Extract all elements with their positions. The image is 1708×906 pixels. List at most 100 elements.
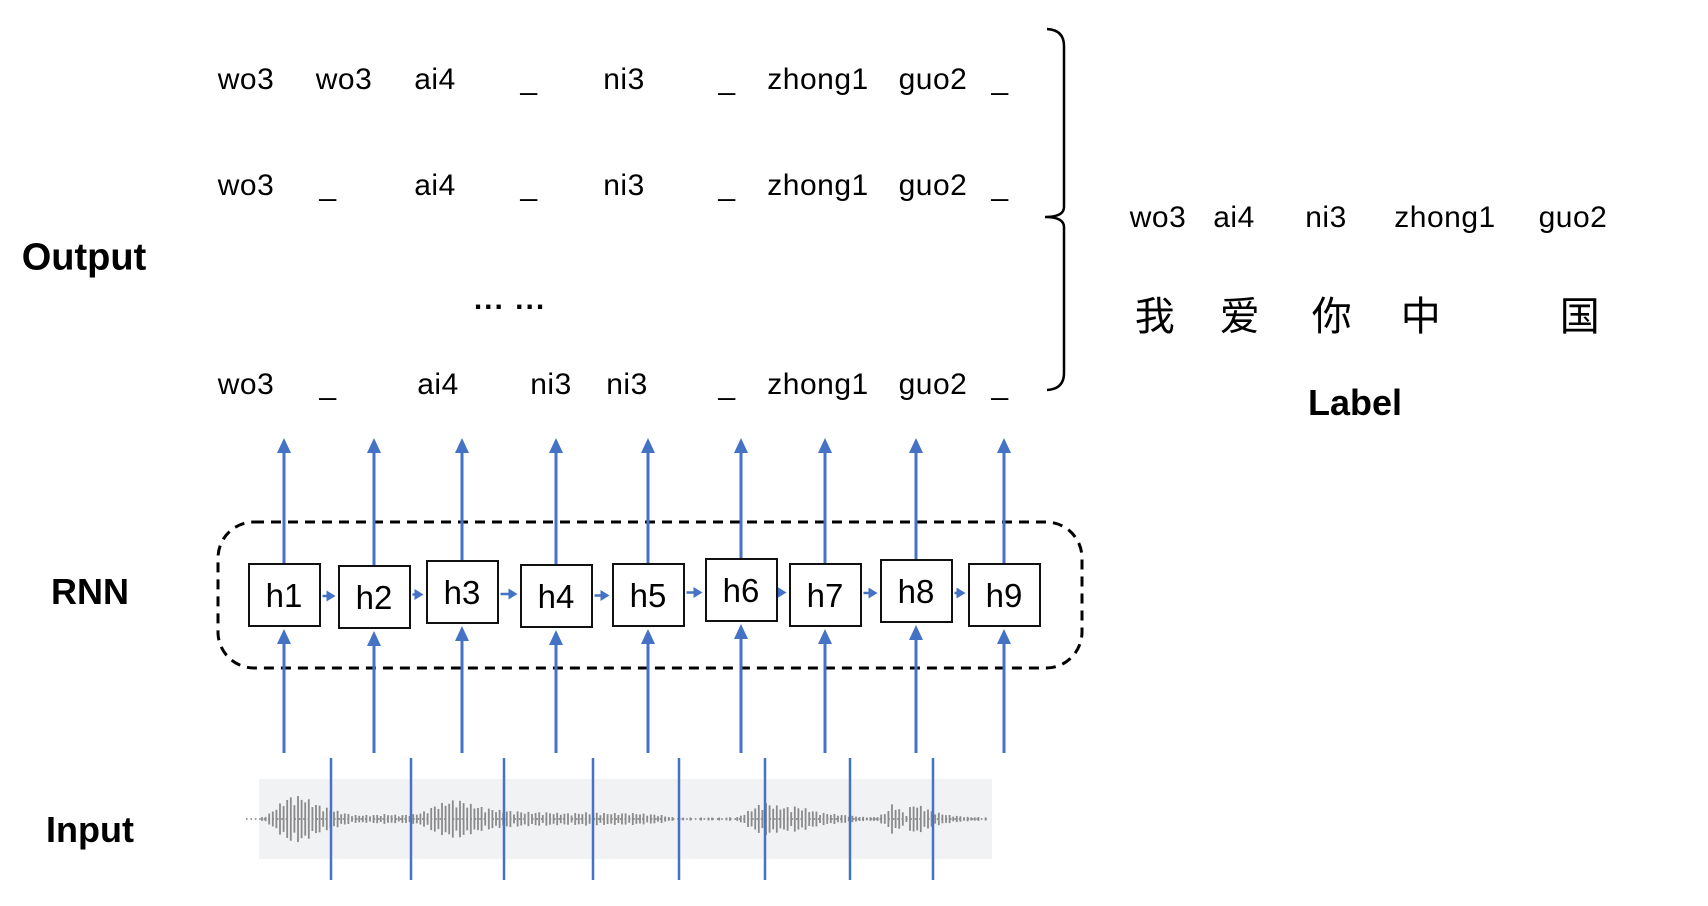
waveform-bar (603, 813, 605, 825)
curly-brace (1044, 27, 1066, 392)
waveform-bar (563, 813, 566, 825)
waveform-bar (811, 811, 814, 827)
waveform-bar (365, 815, 368, 823)
waveform-bar (819, 815, 821, 823)
waveform-bar (631, 813, 634, 825)
waveform-bar (577, 813, 580, 825)
waveform-bar (725, 817, 728, 821)
waveform-bar (844, 815, 847, 823)
waveform-bar (898, 809, 901, 829)
waveform-bar (397, 816, 400, 822)
up-arrow-input (549, 630, 563, 645)
waveform-bar (934, 814, 937, 824)
output-token: zhong1 (767, 368, 869, 401)
output-token: ai4 (417, 368, 459, 401)
up-arrow-output (818, 438, 832, 453)
waveform-bar (351, 816, 353, 822)
pinyin-token: wo3 (1129, 201, 1187, 234)
up-arrow-input (367, 631, 381, 646)
waveform-bar (873, 817, 875, 821)
waveform-bar (369, 816, 371, 822)
output-token: ai4 (414, 63, 456, 96)
hanzi-token: 中 (1400, 295, 1442, 339)
waveform-bar (891, 804, 893, 834)
waveform-bar (487, 808, 490, 830)
waveform-bar (761, 810, 764, 829)
right-arrow (508, 588, 518, 600)
waveform-bar (549, 813, 551, 825)
hanzi-token: 国 (1559, 295, 1601, 339)
waveform-bar (426, 813, 429, 825)
rnn-unit-box: h8 (879, 559, 953, 623)
waveform-bar (624, 813, 627, 825)
waveform-bar (307, 799, 310, 839)
waveform-bar (268, 813, 271, 825)
output-token: guo2 (898, 169, 968, 202)
output-token: ai4 (414, 169, 456, 202)
pinyin-token: ai4 (1213, 201, 1255, 234)
waveform-bar (455, 807, 458, 831)
waveform-bar (358, 815, 361, 823)
waveform-bar (743, 814, 746, 823)
waveform-bar (729, 817, 731, 821)
waveform-bar (966, 816, 969, 822)
waveform-bar (556, 812, 559, 826)
output-token: wo3 (217, 169, 275, 202)
waveform-bar (595, 812, 598, 826)
waveform-bar (617, 815, 620, 823)
waveform-bar (653, 814, 656, 824)
waveform-bar (757, 805, 760, 833)
waveform-bar (865, 817, 868, 821)
label-caption: Label (1307, 382, 1403, 423)
waveform-bar (534, 812, 537, 826)
waveform-bar (473, 808, 476, 830)
waveform-bar (419, 813, 422, 825)
waveform-bar (801, 810, 803, 828)
waveform-bar (862, 816, 865, 822)
output-token: _ (991, 63, 1009, 96)
waveform-bar (581, 814, 584, 824)
waveform-bar (639, 814, 641, 824)
waveform-bar (660, 815, 663, 823)
waveform-bar (538, 812, 541, 826)
waveform-bar (423, 811, 425, 827)
waveform-bar (948, 815, 951, 824)
waveform-bar (343, 813, 346, 825)
waveform-bar (952, 816, 955, 822)
waveform-bar (977, 817, 980, 821)
waveform-bar (498, 809, 501, 828)
waveform-bar (941, 814, 944, 824)
waveform-bar (509, 811, 512, 828)
waveform-bar (448, 803, 451, 835)
hanzi-token: 我 (1134, 295, 1176, 339)
waveform-bar (829, 815, 832, 824)
waveform-bar (264, 816, 267, 822)
waveform-bar (412, 814, 415, 824)
waveform-bar (552, 814, 555, 824)
waveform-bar (930, 811, 933, 827)
waveform-bar (279, 803, 281, 835)
rnn-dashed-container (216, 520, 1084, 670)
output-token: wo3 (217, 368, 275, 401)
waveform-bar (311, 807, 314, 831)
right-arrow (600, 590, 610, 601)
waveform-bar (527, 811, 530, 827)
rnn-label: RNN (51, 571, 129, 612)
waveform-bar (430, 808, 433, 831)
waveform-bar (804, 808, 807, 830)
rnn-unit-box: h6 (704, 558, 778, 622)
waveform-bar (959, 816, 962, 822)
waveform-bar (441, 802, 443, 836)
waveform-bar (574, 813, 577, 825)
waveform-bar (318, 805, 321, 833)
waveform-bar (657, 816, 659, 822)
waveform-bar (919, 805, 922, 833)
rnn-unit-box: h5 (611, 563, 685, 627)
waveform-bar (361, 815, 364, 823)
rnn-unit-box: h2 (337, 565, 411, 629)
waveform-bar (383, 814, 386, 824)
waveform-bar (707, 817, 710, 821)
waveform-bar (815, 811, 818, 827)
waveform-bar (808, 812, 811, 826)
